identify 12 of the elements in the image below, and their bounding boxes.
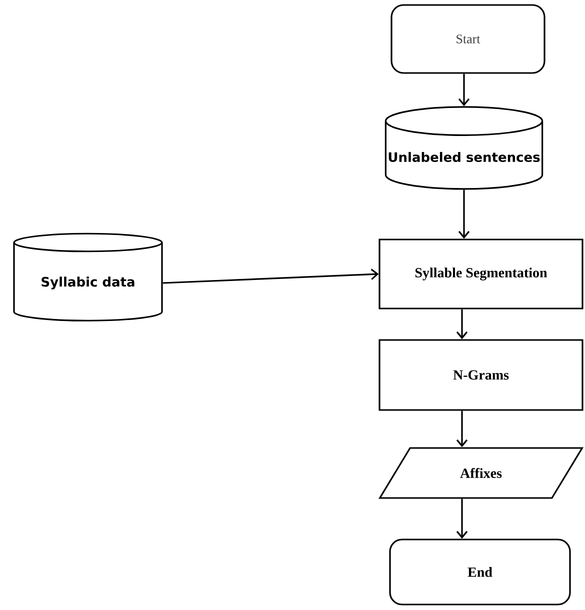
arrow (456, 410, 468, 448)
arrow (458, 190, 470, 239)
process-box: N-Grams (378, 339, 584, 411)
end-terminal: End (389, 538, 571, 606)
database-cylinder: Unlabeled sentences (384, 106, 544, 190)
arrow (162, 268, 379, 284)
start-terminal: Start (390, 4, 546, 74)
arrow (456, 309, 468, 340)
arrow (456, 498, 468, 539)
arrow (458, 74, 470, 106)
database-cylinder: Syllabic data (13, 232, 163, 322)
process-box: Syllable Segmentation (378, 238, 584, 310)
